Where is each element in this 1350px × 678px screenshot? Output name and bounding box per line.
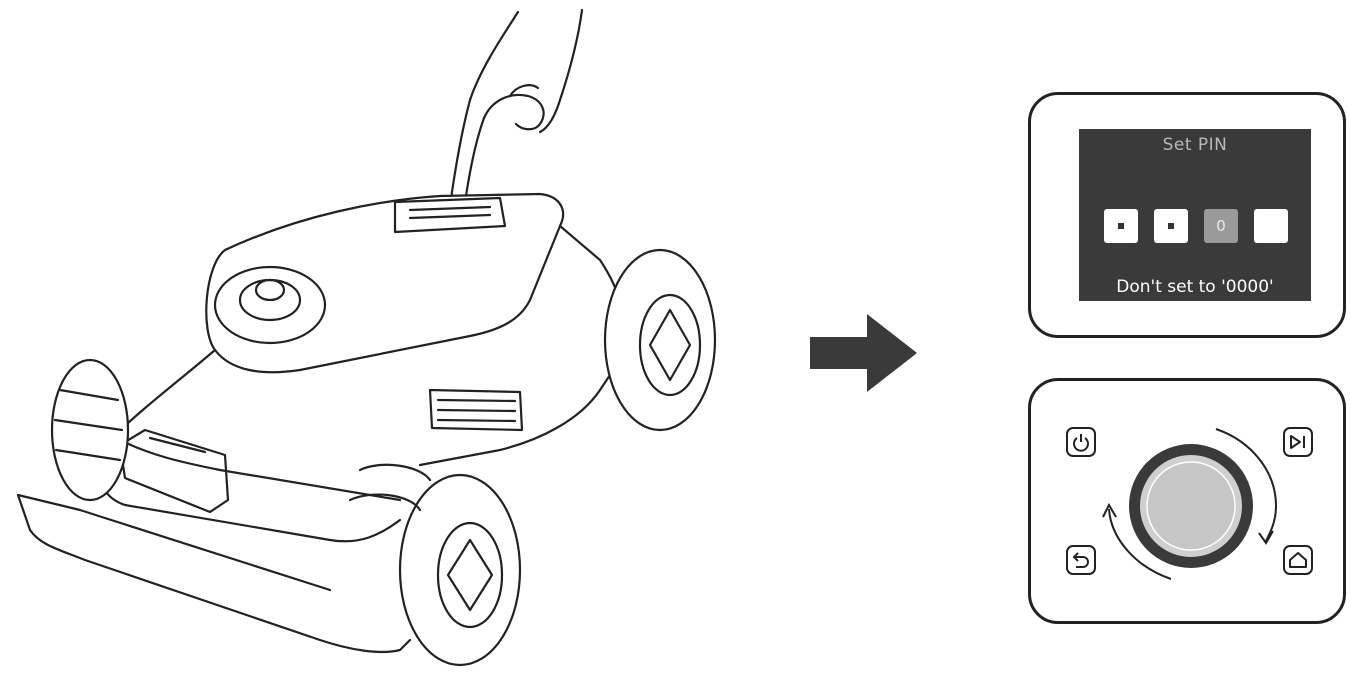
pin-warning: Don't set to '0000' [1079, 277, 1311, 297]
pin-slot-1[interactable] [1104, 209, 1138, 243]
lcd-screen: Set PIN 0 Don't set to '0000' [1079, 129, 1311, 301]
entered-dot-icon [1118, 223, 1124, 229]
mower-illustration [0, 0, 780, 678]
pin-slot-4[interactable] [1254, 209, 1288, 243]
rear-wheel [605, 250, 715, 430]
control-panel [1028, 378, 1346, 624]
display-panel: Set PIN 0 Don't set to '0000' [1028, 92, 1346, 338]
power-icon [1070, 431, 1092, 453]
rotary-knob[interactable] [1091, 411, 1291, 601]
front-right-wheel [400, 475, 520, 665]
right-arrow-icon [805, 312, 925, 394]
finger-pressing-icon [452, 10, 582, 200]
entered-dot-icon [1168, 223, 1174, 229]
screen-title: Set PIN [1079, 135, 1311, 155]
front-left-wheel [52, 360, 128, 500]
back-icon [1070, 549, 1092, 571]
pin-slot-3[interactable]: 0 [1204, 209, 1238, 243]
pin-slot-2[interactable] [1154, 209, 1188, 243]
